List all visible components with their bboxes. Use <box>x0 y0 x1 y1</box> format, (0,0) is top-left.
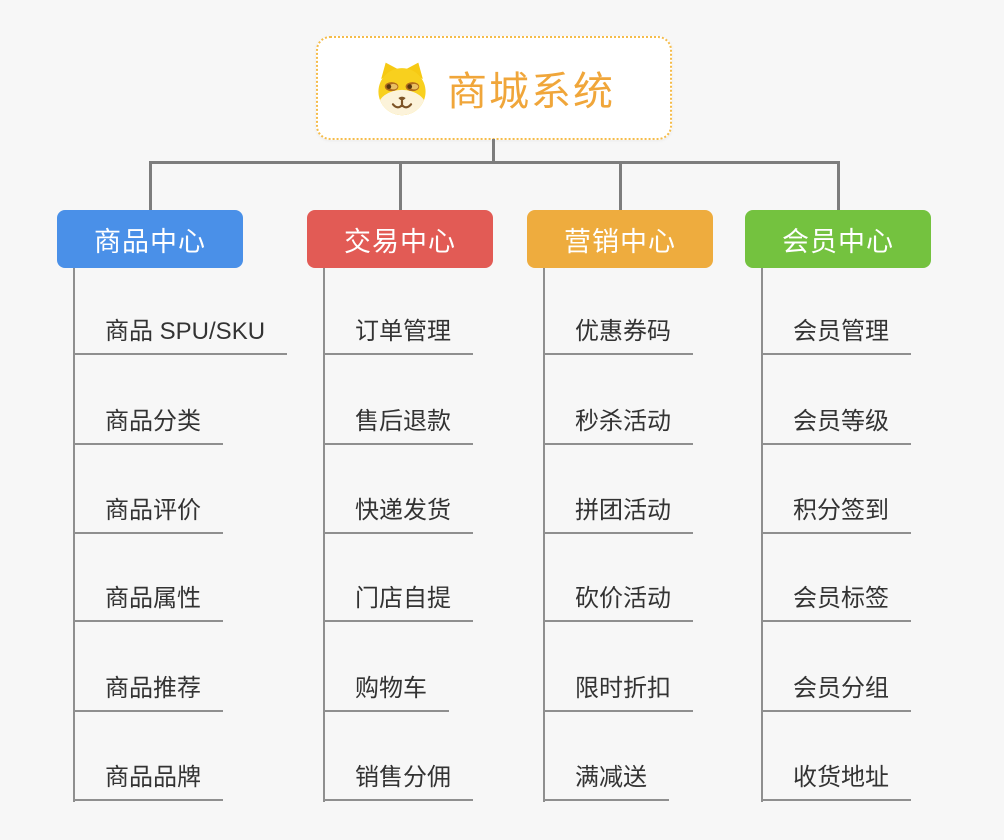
connector-drop-product <box>149 161 152 211</box>
leaf-node[interactable]: 快递发货 <box>323 495 473 535</box>
leaf-node[interactable]: 优惠券码 <box>543 316 693 356</box>
leaf-node[interactable]: 订单管理 <box>323 316 473 356</box>
doge-icon <box>378 62 426 116</box>
category-node-trade[interactable]: 交易中心 <box>307 210 493 268</box>
leaf-node[interactable]: 售后退款 <box>323 406 473 446</box>
branch-product-center: 商品中心 商品 SPU/SKU 商品分类 商品评价 商品属性 商品推荐 商品品牌 <box>57 210 288 810</box>
leaf-node[interactable]: 积分签到 <box>761 495 911 535</box>
leaf-node[interactable]: 会员管理 <box>761 316 911 356</box>
connector-horizontal-line <box>149 161 840 164</box>
root-node-label: 商城系统 <box>447 70 615 114</box>
leaf-node[interactable]: 销售分佣 <box>323 762 473 802</box>
leaf-node[interactable]: 商品分类 <box>73 406 223 446</box>
branch-connector-line <box>761 268 763 802</box>
leaf-node[interactable]: 拼团活动 <box>543 495 693 535</box>
leaf-node[interactable]: 砍价活动 <box>543 583 693 623</box>
leaf-node[interactable]: 购物车 <box>323 673 449 713</box>
branch-connector-line <box>543 268 545 802</box>
root-node[interactable]: 商城系统 <box>316 36 672 140</box>
leaf-node[interactable]: 会员标签 <box>761 583 911 623</box>
connector-drop-trade <box>399 161 402 211</box>
connector-root-stem <box>492 139 495 163</box>
leaf-node[interactable]: 商品属性 <box>73 583 223 623</box>
leaf-node[interactable]: 限时折扣 <box>543 673 693 713</box>
leaf-node[interactable]: 秒杀活动 <box>543 406 693 446</box>
branch-member-center: 会员中心 会员管理 会员等级 积分签到 会员标签 会员分组 收货地址 <box>745 210 931 810</box>
connector-drop-member <box>837 161 840 211</box>
branch-marketing-center: 营销中心 优惠券码 秒杀活动 拼团活动 砍价活动 限时折扣 满减送 <box>527 210 713 810</box>
leaf-node[interactable]: 门店自提 <box>323 583 473 623</box>
category-node-product[interactable]: 商品中心 <box>57 210 243 268</box>
category-node-member[interactable]: 会员中心 <box>745 210 931 268</box>
leaf-node[interactable]: 商品推荐 <box>73 673 223 713</box>
branch-connector-line <box>73 268 75 802</box>
leaf-node[interactable]: 满减送 <box>543 762 669 802</box>
leaf-node[interactable]: 会员等级 <box>761 406 911 446</box>
leaf-node[interactable]: 收货地址 <box>761 762 911 802</box>
leaf-node[interactable]: 商品品牌 <box>73 762 223 802</box>
leaf-node[interactable]: 商品 SPU/SKU <box>73 316 288 356</box>
branch-trade-center: 交易中心 订单管理 售后退款 快递发货 门店自提 购物车 销售分佣 <box>307 210 493 810</box>
connector-drop-marketing <box>619 161 622 211</box>
category-node-marketing[interactable]: 营销中心 <box>527 210 713 268</box>
leaf-node[interactable]: 商品评价 <box>73 495 223 535</box>
leaf-node[interactable]: 会员分组 <box>761 673 911 713</box>
branch-connector-line <box>323 268 325 802</box>
